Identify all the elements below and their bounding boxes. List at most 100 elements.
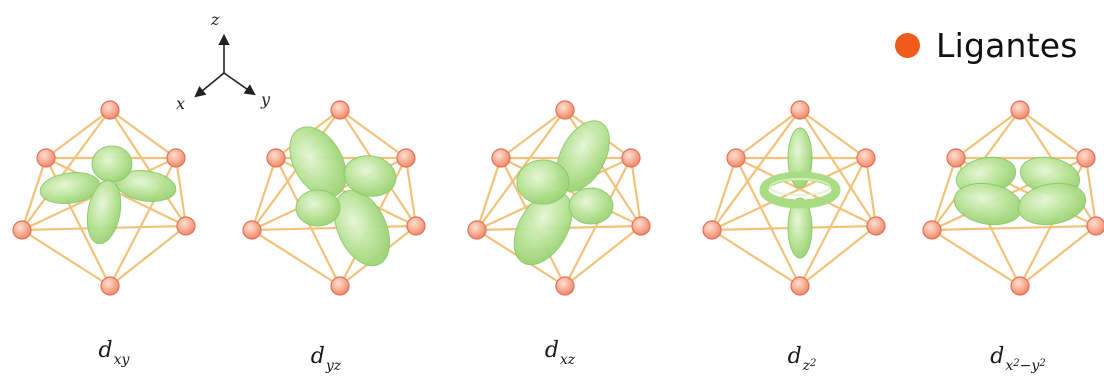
cage-edge [930, 228, 1022, 288]
ligand-legend-marker [895, 33, 920, 58]
z-axis-label: z [211, 10, 220, 29]
cage-edge [20, 108, 112, 232]
orbital-lobes-dz2 [759, 127, 841, 259]
cage-edge [20, 156, 48, 232]
lobe [1017, 182, 1087, 226]
cage-edge [174, 156, 188, 228]
cage-edge [108, 108, 178, 160]
ligand-sphere [1010, 276, 1030, 296]
complex-dxz [467, 100, 651, 296]
legend-label: Ligantes [936, 26, 1078, 65]
ligand-sphere [166, 148, 186, 168]
cage-edge [475, 156, 503, 232]
ligand-sphere [266, 148, 286, 168]
orbital-lobes-dx2y2 [953, 156, 1087, 226]
lobe [333, 189, 391, 267]
complexes-group [12, 100, 1104, 296]
legend: Ligantes [895, 26, 1078, 65]
ligand-sphere [100, 276, 120, 296]
orbital-lobes-dxz [513, 120, 614, 266]
ligand-sphere [856, 148, 876, 168]
cage-edge [798, 156, 868, 288]
lobe [787, 197, 813, 259]
cage-edge [734, 156, 878, 228]
cage-edge [250, 228, 342, 288]
cage-edge [930, 156, 958, 232]
torus-highlight [769, 178, 831, 196]
axis-gizmo [194, 33, 256, 98]
ligand-sphere [726, 148, 746, 168]
cage-edge [1018, 108, 1088, 160]
lobe [289, 126, 347, 198]
ligand-sphere [12, 220, 32, 240]
ligand-sphere [555, 276, 575, 296]
x-axis-arrow [194, 72, 225, 98]
cage-edge [798, 108, 878, 228]
ligand-sphere [36, 148, 56, 168]
x-axis-label: x [176, 94, 186, 113]
ligand-sphere [176, 216, 196, 236]
ligand-sphere [946, 148, 966, 168]
cage-edge [798, 108, 868, 160]
cage-edge [20, 228, 112, 288]
ligand-sphere [242, 220, 262, 240]
y-axis-arrow [223, 72, 256, 96]
y-axis-label: y [261, 90, 271, 109]
cage-edge [1018, 224, 1098, 288]
orbital-label-dyz: dyz [310, 344, 342, 374]
ligand-sphere [790, 100, 810, 120]
ligand-sphere [330, 276, 350, 296]
ligand-sphere [702, 220, 722, 240]
cage-edge [1084, 156, 1098, 228]
ligand-sphere [100, 100, 120, 120]
ligand-sphere [467, 220, 487, 240]
orbital-lobes-dxy [39, 145, 177, 245]
cage-edge [44, 108, 112, 160]
ligand-sphere [631, 216, 651, 236]
complex-dyz [242, 100, 426, 296]
cage-edge [404, 156, 418, 228]
torus [759, 171, 841, 209]
cage-edge [930, 224, 1098, 232]
complex-dxy [12, 100, 196, 296]
ligand-sphere [555, 100, 575, 120]
orbital-label-dz2: dz2 [787, 344, 817, 374]
cage-edge [710, 108, 802, 232]
cage-edge [629, 156, 643, 228]
lobe [343, 155, 397, 197]
ligand-sphere [1010, 100, 1030, 120]
ligand-sphere [1086, 216, 1104, 236]
lobe [568, 187, 614, 225]
lobe [91, 145, 133, 183]
cage-edge [798, 224, 878, 288]
lobe [295, 189, 341, 227]
ligand-sphere [396, 148, 416, 168]
lobe [86, 179, 122, 245]
cage-edge [864, 156, 878, 228]
ligand-sphere [866, 216, 886, 236]
ligand-sphere [491, 148, 511, 168]
lobe [516, 159, 570, 205]
orbital-label-dxy: dxy [98, 338, 130, 368]
complex-dz2 [702, 100, 886, 296]
ligand-sphere [790, 276, 810, 296]
cage-edge [710, 228, 802, 288]
ligand-sphere [621, 148, 641, 168]
cage-edge [499, 108, 567, 160]
cage-edge [250, 224, 418, 232]
ligand-sphere [922, 220, 942, 240]
ligand-sphere [1076, 148, 1096, 168]
cage-edge [108, 108, 188, 228]
cage-edge [108, 224, 188, 288]
ligand-sphere [406, 216, 426, 236]
cage-edge [734, 108, 802, 160]
ligand-sphere [330, 100, 350, 120]
cage-edge [954, 108, 1022, 160]
cage-edge [710, 156, 738, 232]
cage-edge [563, 224, 643, 288]
cage-edge [734, 156, 802, 288]
orbital-label-dx2y2: dx2−y2 [990, 344, 1046, 374]
cage-edge [338, 108, 408, 160]
complex-dx2y2 [922, 100, 1104, 296]
